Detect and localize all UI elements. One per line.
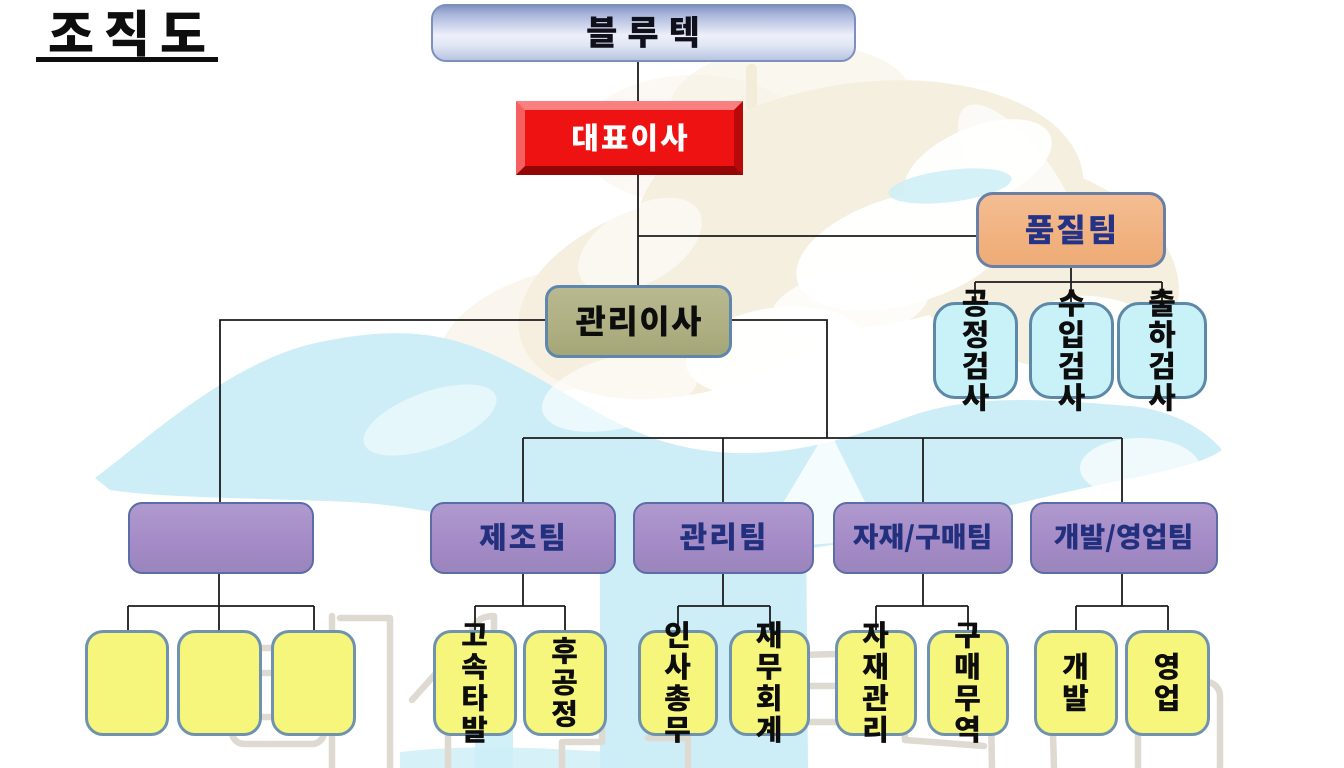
node-manufacturing-team-label [479, 522, 563, 552]
node-process-inspection: 공정검사 [933, 289, 1018, 412]
node-incoming-inspection-label [1058, 289, 1085, 412]
node-quality-team-label [1025, 214, 1114, 245]
node-management-team-label [680, 522, 764, 551]
node-outgoing-inspection: 출하검사 [1117, 288, 1207, 412]
node-material-management: 자재관리 [835, 621, 917, 743]
connector-mfg-group [474, 574, 566, 630]
node-sales-label [1154, 652, 1178, 712]
connector-blank-group [127, 574, 315, 630]
connector-material-group [875, 574, 969, 630]
node-finance-accounting: 재무회계 [729, 621, 810, 743]
node-development: 개발 [1034, 630, 1118, 736]
page-title: 조직도 [36, 6, 218, 62]
node-development-sales-team: 개발/영업팀 [1030, 502, 1218, 574]
node-ceo: 대표이사 [516, 101, 743, 175]
node-finance-accounting-label [756, 621, 782, 743]
node-high-speed-punching: 고속타발 [433, 623, 517, 743]
node-hr-general-affairs: 인사총무 [638, 621, 718, 743]
node-sales: 영업 [1125, 630, 1210, 736]
connector-dev-group [1075, 574, 1169, 630]
node-team-blank-3 [271, 630, 356, 736]
connector-managing-right [732, 319, 828, 438]
node-process-inspection-label [962, 289, 989, 412]
node-team-blank-1 [85, 630, 169, 736]
node-ceo-label [573, 123, 688, 152]
connector-managing-left [219, 319, 545, 502]
page-title-text [49, 9, 205, 57]
node-material-purchasing-team-label [853, 523, 990, 553]
node-company: 블루텍 [431, 4, 856, 62]
node-team-blank-2 [177, 630, 262, 736]
node-managing-director: 관리이사 [545, 285, 732, 358]
node-department-blank [128, 502, 314, 574]
node-outgoing-inspection-label [1148, 288, 1176, 412]
node-purchasing-trade: 구매무역 [927, 622, 1009, 743]
node-hr-general-affairs-label [664, 621, 691, 743]
node-material-purchasing-team: 자재/구매팀 [833, 502, 1013, 574]
node-post-processing: 후공정 [523, 630, 607, 736]
node-quality-team: 품질팀 [976, 192, 1166, 268]
node-material-management-label [862, 621, 889, 743]
node-managing-director-label [576, 305, 701, 337]
node-text: 조직도 [36, 6, 37, 7]
node-post-processing-label [551, 636, 577, 728]
node-management-team: 관리팀 [633, 502, 814, 574]
node-high-speed-punching-label [462, 623, 488, 743]
node-incoming-inspection: 수입검사 [1029, 289, 1114, 412]
connector-mgmt-group [677, 574, 771, 630]
node-development-label [1062, 652, 1089, 712]
node-manufacturing-team: 제조팀 [430, 502, 616, 574]
node-company-label [587, 15, 698, 48]
node-development-sales-team-label [1054, 523, 1191, 553]
node-purchasing-trade-label [955, 622, 980, 743]
